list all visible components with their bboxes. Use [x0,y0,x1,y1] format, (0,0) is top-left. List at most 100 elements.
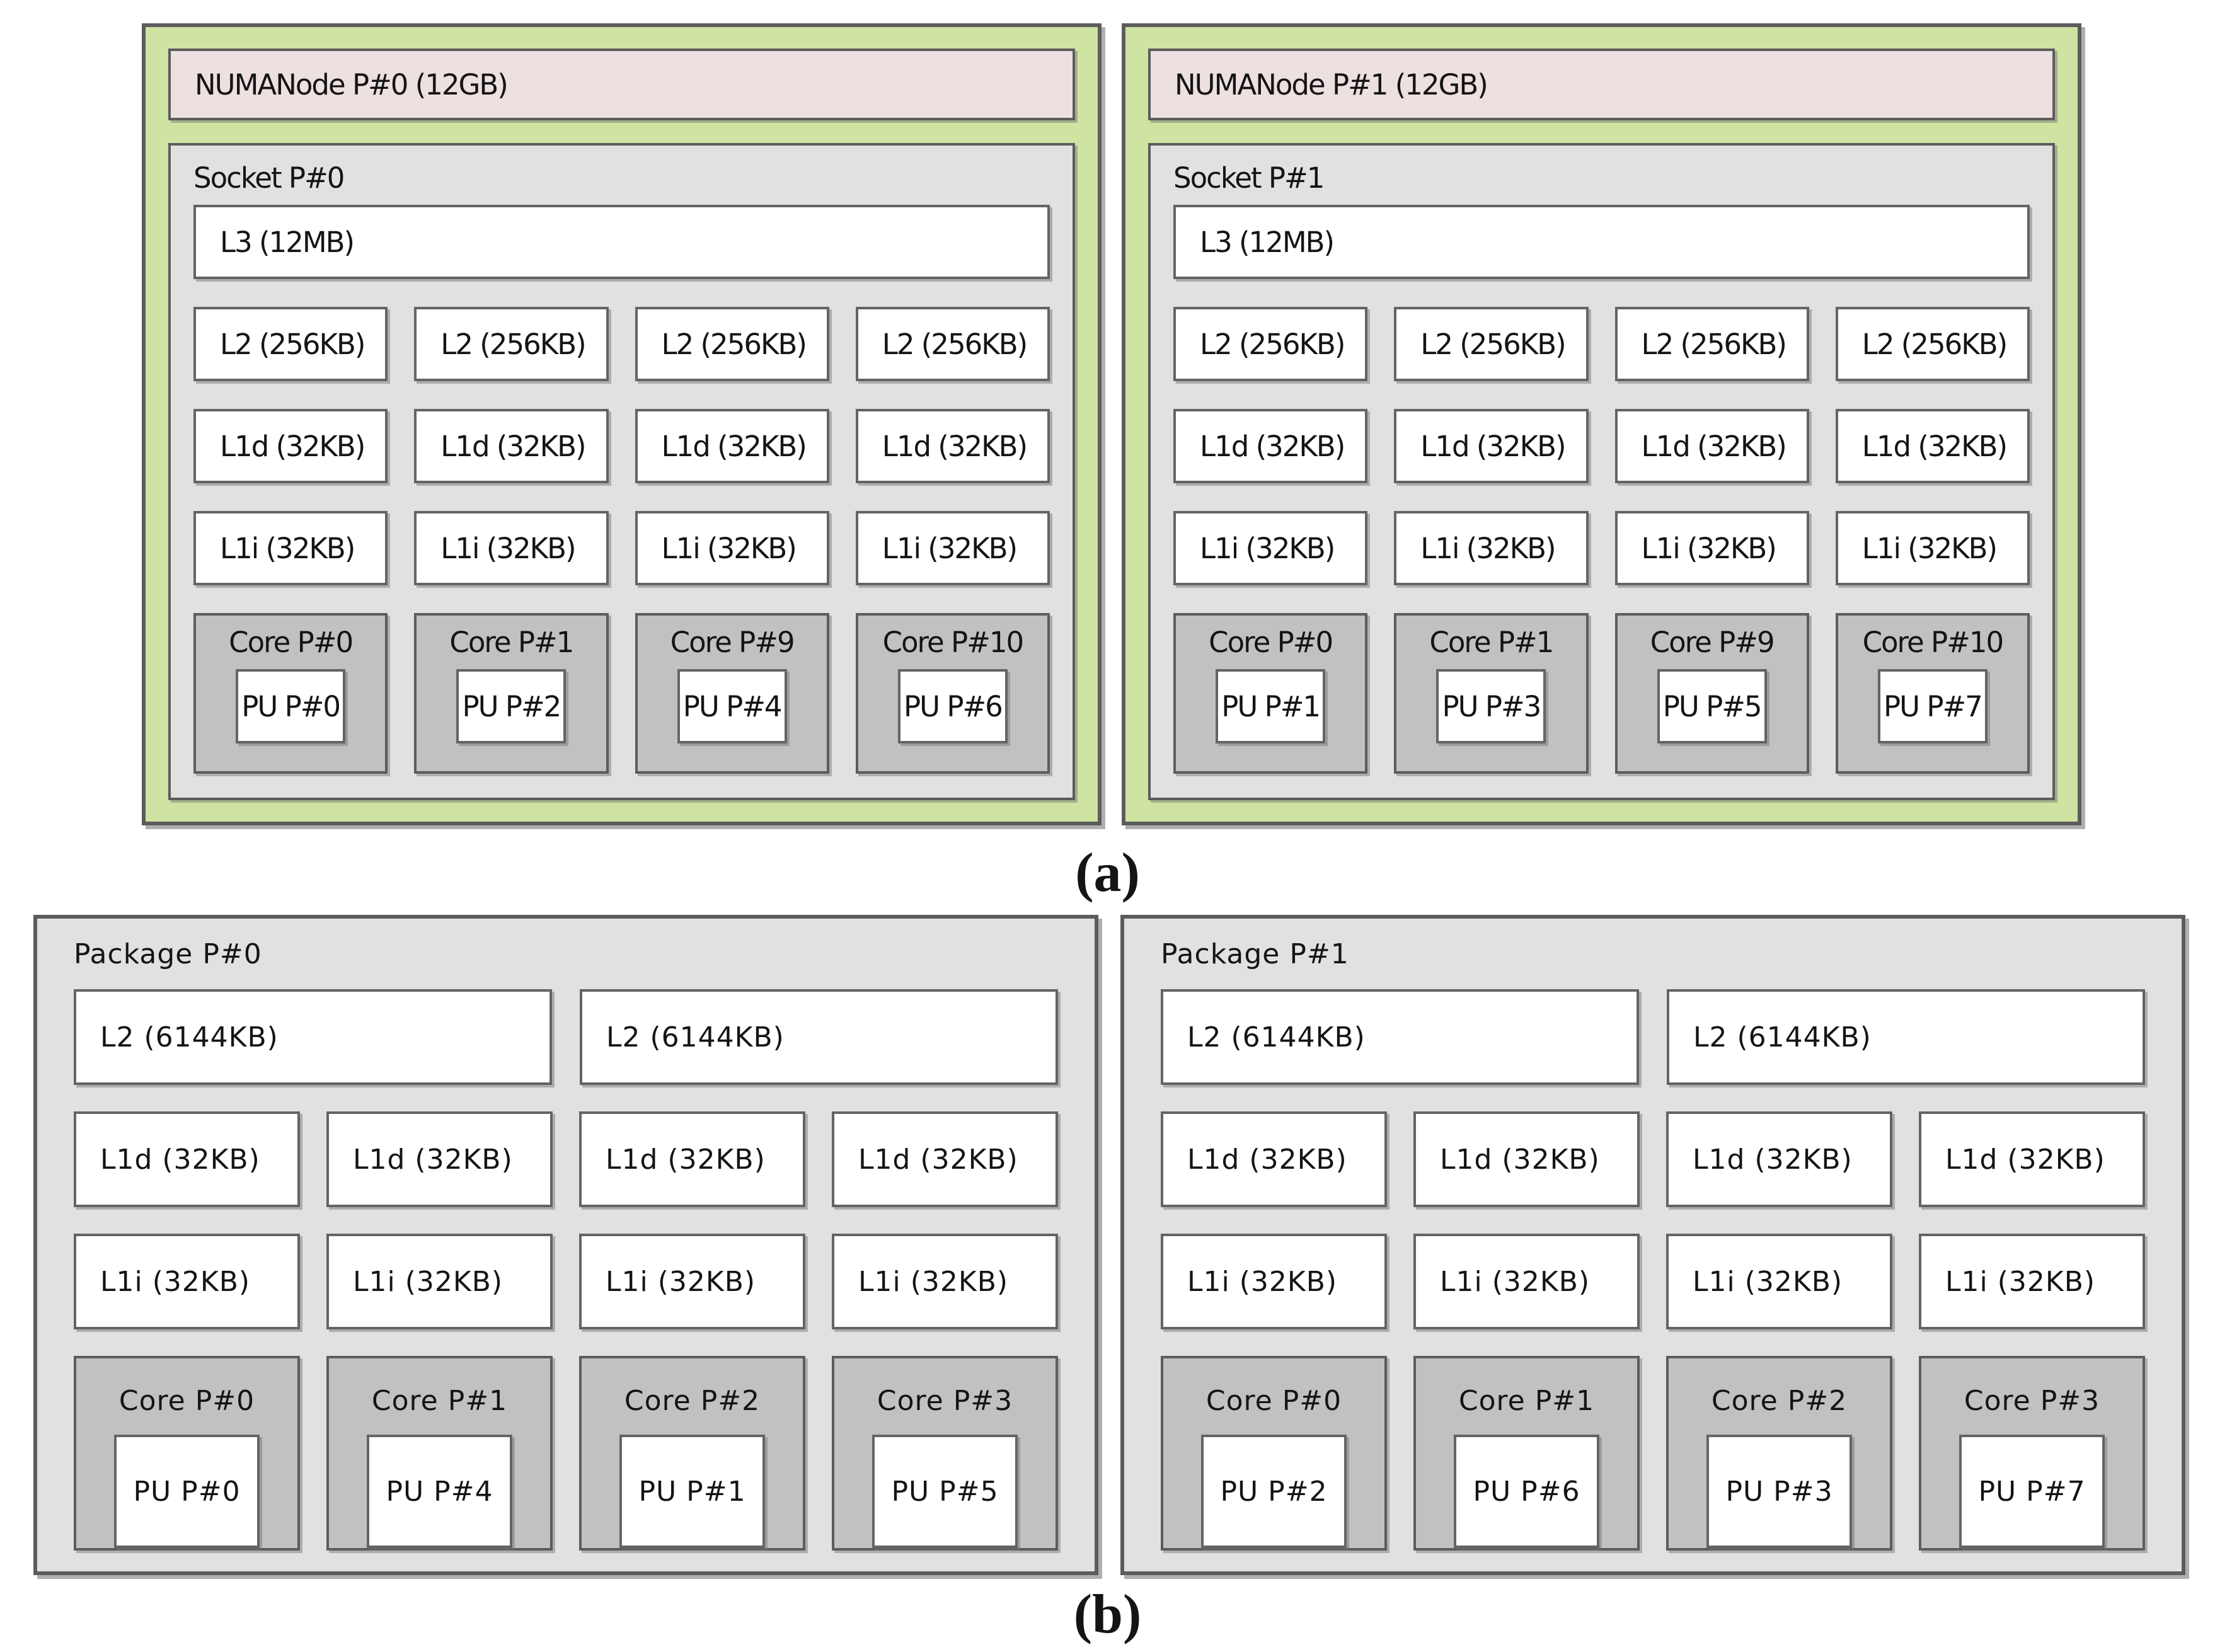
l1d-cache-label: L1d (32KB) [100,1143,260,1176]
core-box: Core P#2 PU P#1 [579,1356,805,1551]
l1d-cache-box: L1d (32KB) [855,409,1050,483]
l1i-cache-box: L1i (32KB) [1919,1234,2145,1329]
core-label: Core P#10 [1862,626,2005,659]
l1i-cache-box: L1i (32KB) [1413,1234,1640,1329]
l1i-cache-box: L1i (32KB) [193,511,388,585]
core-box: Core P#1 PU P#3 [1394,613,1589,774]
pu-box: PU P#5 [872,1435,1018,1548]
l2-cache-box: L2 (6144KB) [580,989,1058,1085]
l1d-cache-box: L1d (32KB) [1835,409,2030,483]
l3-cache-box: L3 (12MB) [193,205,1050,279]
core-box: Core P#1 PU P#2 [414,613,609,774]
l1d-cache-row: L1d (32KB) L1d (32KB) L1d (32KB) L1d (32… [1161,1111,2145,1207]
l1i-cache-box: L1i (32KB) [855,511,1050,585]
pu-box: PU P#3 [1436,669,1546,743]
l1d-cache-box: L1d (32KB) [1413,1111,1640,1207]
core-label: Core P#0 [229,626,354,659]
l1i-cache-box: L1i (32KB) [579,1234,805,1329]
l1i-cache-label: L1i (32KB) [353,1265,503,1298]
l1d-cache-row: L1d (32KB) L1d (32KB) L1d (32KB) L1d (32… [74,1111,1058,1207]
core-label: Core P#0 [1205,1385,1342,1417]
numanode-label: NUMANode P#1 (12GB) [1175,67,1488,101]
core-box: Core P#9 PU P#5 [1614,613,1809,774]
l1i-cache-label: L1i (32KB) [100,1265,251,1298]
l1d-cache-label: L1d (32KB) [606,1143,766,1176]
numanode-box: NUMANode P#0 (12GB) [168,49,1075,120]
pu-label: PU P#4 [682,689,783,723]
l1d-cache-label: L1d (32KB) [1641,429,1787,463]
core-box: Core P#0 PU P#2 [1161,1356,1387,1551]
machine-box-1: NUMANode P#1 (12GB) Socket P#1 L3 (12MB)… [1122,23,2081,825]
l2-cache-box: L2 (256KB) [1173,307,1368,381]
l1i-cache-row: L1i (32KB) L1i (32KB) L1i (32KB) L1i (32… [1161,1234,2145,1329]
l1d-cache-label: L1d (32KB) [353,1143,513,1176]
l1d-cache-label: L1d (32KB) [1693,1143,1853,1176]
l1d-cache-label: L1d (32KB) [858,1143,1018,1176]
l1i-cache-box: L1i (32KB) [635,511,829,585]
l1i-cache-label: L1i (32KB) [606,1265,756,1298]
pu-box: PU P#4 [677,669,787,743]
l2-cache-box: L2 (256KB) [1614,307,1809,381]
l1i-cache-row: L1i (32KB) L1i (32KB) L1i (32KB) L1i (32… [74,1234,1058,1329]
l1i-cache-box: L1i (32KB) [1666,1234,1892,1329]
l1i-cache-label: L1i (32KB) [858,1265,1009,1298]
pu-box: PU P#2 [456,669,567,743]
l1d-cache-label: L1d (32KB) [440,429,586,463]
l2-cache-box: L2 (6144KB) [74,989,552,1085]
l1d-cache-box: L1d (32KB) [1614,409,1809,483]
l1d-cache-row: L1d (32KB) L1d (32KB) L1d (32KB) L1d (32… [193,409,1050,483]
caption-b: (b) [1073,1584,1142,1645]
core-row: Core P#0 PU P#2 Core P#1 PU P#6 Core P#2… [1161,1356,2145,1551]
l2-cache-box: L2 (6144KB) [1161,989,1639,1085]
core-label: Core P#0 [118,1385,255,1417]
core-label: Core P#9 [1650,626,1775,659]
pu-box: PU P#7 [1877,669,1988,743]
l1d-cache-label: L1d (32KB) [1200,429,1345,463]
l1d-cache-label: L1d (32KB) [661,429,807,463]
numanode-label: NUMANode P#0 (12GB) [195,67,509,101]
l2-cache-label: L2 (256KB) [882,327,1028,361]
l2-cache-label: L2 (256KB) [220,327,365,361]
pu-label: PU P#1 [638,1475,746,1508]
pu-box: PU P#5 [1657,669,1767,743]
l1d-cache-box: L1d (32KB) [1919,1111,2145,1207]
l1i-cache-label: L1i (32KB) [1945,1265,2096,1298]
l1i-cache-label: L1i (32KB) [220,531,355,565]
l2-cache-label: L2 (256KB) [1641,327,1787,361]
pu-label: PU P#3 [1725,1475,1833,1508]
l2-cache-label: L2 (6144KB) [606,1021,785,1053]
socket-label: Socket P#0 [193,161,345,195]
l1i-cache-box: L1i (32KB) [1173,511,1368,585]
pu-label: PU P#1 [1221,689,1321,723]
l3-cache-label: L3 (12MB) [220,225,355,259]
l1i-cache-label: L1i (32KB) [1420,531,1556,565]
pu-label: PU P#2 [1220,1475,1328,1508]
core-box: Core P#1 PU P#4 [326,1356,553,1551]
l2-cache-box: L2 (256KB) [193,307,388,381]
core-box: Core P#10 PU P#6 [855,613,1050,774]
package-label: Package P#0 [74,938,262,970]
l2-cache-box: L2 (6144KB) [1667,989,2145,1085]
core-row: Core P#0 PU P#0 Core P#1 PU P#4 Core P#2… [74,1356,1058,1551]
l2-cache-row: L2 (256KB) L2 (256KB) L2 (256KB) L2 (256… [193,307,1050,381]
pu-box: PU P#6 [897,669,1008,743]
numanode-box: NUMANode P#1 (12GB) [1148,49,2055,120]
l1i-cache-row: L1i (32KB) L1i (32KB) L1i (32KB) L1i (32… [1173,511,2030,585]
l1i-cache-label: L1i (32KB) [882,531,1018,565]
core-row: Core P#0 PU P#0 Core P#1 PU P#2 Core P#9… [193,613,1050,774]
l2-cache-box: L2 (256KB) [855,307,1050,381]
l1i-cache-box: L1i (32KB) [74,1234,300,1329]
pu-label: PU P#6 [903,689,1003,723]
pu-label: PU P#2 [462,689,561,723]
l2-cache-label: L2 (256KB) [1861,327,2008,361]
panel-b: Package P#0 L2 (6144KB) L2 (6144KB) L1d … [33,915,2185,1575]
l1i-cache-label: L1i (32KB) [440,531,576,565]
l2-cache-row: L2 (6144KB) L2 (6144KB) [74,989,1058,1085]
l2-cache-box: L2 (256KB) [1835,307,2030,381]
core-label: Core P#2 [624,1385,761,1417]
machine-box-0: NUMANode P#0 (12GB) Socket P#0 L3 (12MB)… [142,23,1102,825]
core-box: Core P#0 PU P#1 [1173,613,1368,774]
l1d-cache-box: L1d (32KB) [414,409,609,483]
l1i-cache-label: L1i (32KB) [661,531,797,565]
l1i-cache-box: L1i (32KB) [414,511,609,585]
